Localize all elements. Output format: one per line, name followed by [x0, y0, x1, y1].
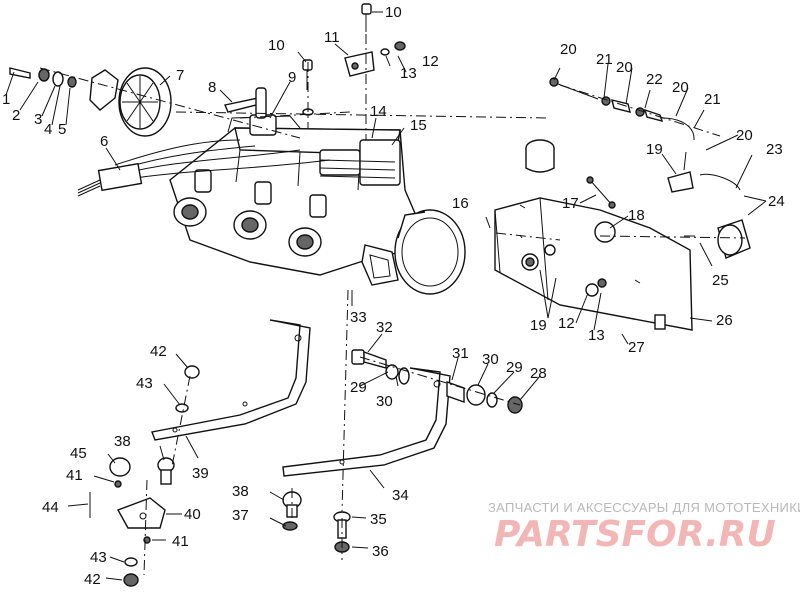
callout-29: 29 — [350, 379, 367, 396]
callout-25: 25 — [712, 272, 729, 289]
callout-23: 23 — [766, 141, 783, 158]
callout-17: 17 — [562, 195, 579, 212]
callout-36: 36 — [372, 543, 389, 560]
wire-harness-drawing — [77, 139, 331, 197]
callout-11: 11 — [324, 29, 340, 46]
callout-31: 31 — [452, 345, 469, 362]
callout-34: 34 — [392, 487, 409, 504]
callout-39: 39 — [192, 465, 209, 482]
callout-43: 43 — [136, 375, 153, 392]
callout-12: 12 — [558, 315, 575, 332]
watermark: ЗАПЧАСТИ И АКСЕССУАРЫ ДЛЯ МОТОТЕХНИКИ PA… — [488, 500, 800, 555]
callout-44: 44 — [42, 499, 59, 516]
bracket-11-drawing — [344, 41, 406, 77]
callout-41: 41 — [66, 467, 83, 484]
callout-40: 40 — [184, 506, 201, 523]
callout-2: 2 — [12, 107, 20, 124]
callout-15: 15 — [410, 117, 427, 134]
callout-10: 10 — [268, 37, 285, 54]
callout-13: 13 — [400, 65, 417, 82]
callout-37: 37 — [232, 507, 249, 524]
callout-5: 5 — [58, 121, 66, 138]
callout-30: 30 — [376, 393, 393, 410]
starter-bolt-drawing — [9, 67, 77, 88]
callout-42: 42 — [84, 571, 101, 588]
leader-lines — [5, 11, 767, 581]
callout-29: 29 — [506, 359, 523, 376]
callout-21: 21 — [704, 91, 721, 108]
callout-22: 22 — [646, 71, 663, 88]
callout-14: 14 — [370, 103, 387, 120]
callout-24: 24 — [768, 193, 785, 210]
watermark-logo: PARTSFOR.RU — [494, 514, 776, 555]
callout-20: 20 — [616, 59, 633, 76]
callout-6: 6 — [100, 133, 108, 150]
bracket-39-drawing — [151, 319, 311, 441]
callout-33: 33 — [350, 309, 367, 326]
callout-43: 43 — [90, 549, 107, 566]
callout-38: 38 — [232, 483, 249, 500]
callout-7: 7 — [176, 67, 184, 84]
callout-21: 21 — [596, 51, 613, 68]
coil-drawing — [224, 87, 267, 119]
callout-26: 26 — [716, 312, 733, 329]
callout-45: 45 — [70, 445, 87, 462]
callout-16: 16 — [452, 195, 469, 212]
callout-20: 20 — [672, 79, 689, 96]
callout-30: 30 — [482, 351, 499, 368]
callout-35: 35 — [370, 511, 387, 528]
watermark-caption: ЗАПЧАСТИ И АКСЕССУАРЫ ДЛЯ МОТОТЕХНИКИ — [488, 500, 800, 515]
centerlines — [39, 34, 746, 576]
isolator-left-drawing — [89, 365, 200, 587]
callout-19: 19 — [646, 141, 663, 158]
callout-1: 1 — [2, 91, 10, 108]
callout-41: 41 — [172, 533, 189, 550]
callout-42: 42 — [150, 343, 167, 360]
callout-10: 10 — [385, 4, 402, 21]
callout-32: 32 — [376, 319, 393, 336]
callout-27: 27 — [628, 339, 645, 356]
callout-8: 8 — [208, 79, 216, 96]
callout-20: 20 — [560, 41, 577, 58]
callout-28: 28 — [530, 365, 547, 382]
callout-12: 12 — [422, 53, 439, 70]
callout-9: 9 — [288, 69, 296, 86]
bracket-34-drawing — [282, 367, 451, 477]
callout-19: 19 — [530, 317, 547, 334]
callout-13: 13 — [588, 327, 605, 344]
recoil-starter-drawing — [89, 67, 172, 137]
callout-20: 20 — [736, 127, 753, 144]
callout-18: 18 — [628, 207, 645, 224]
callout-38: 38 — [114, 433, 131, 450]
callout-3: 3 — [34, 111, 42, 128]
engine-drawing — [169, 114, 466, 295]
mount-plate-drawing — [494, 139, 751, 331]
callout-4: 4 — [44, 121, 52, 138]
